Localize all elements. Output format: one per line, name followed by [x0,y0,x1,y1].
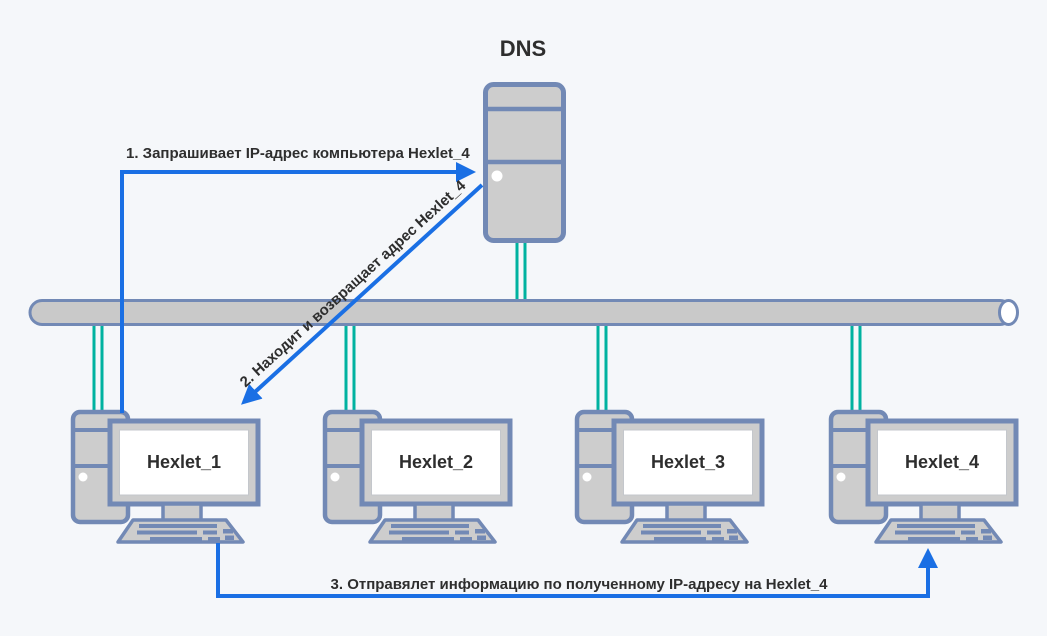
step-1-label: 1. Запрашивает IP-адрес компьютера Hexle… [126,145,470,162]
arrow-step-3 [216,543,938,598]
computer-3-screen-label: Hexlet_3 [650,452,726,472]
arrow-step-1 [120,162,476,413]
network-bus [28,299,1019,326]
computer-1-screen-label: Hexlet_1 [146,452,222,472]
computer-hexlet-3-icon [577,412,762,542]
cable-bus-to-hexlet-1 [92,323,104,414]
computer-hexlet-2-icon [325,412,510,542]
cable-bus-to-hexlet-4 [850,323,862,414]
cable-bus-to-hexlet-3 [596,323,608,414]
step-3-label: 3. Отправялет информацию по полученному … [330,576,828,593]
computer-hexlet-4-icon [831,412,1016,542]
bus-pipe-end [998,299,1019,326]
cable-bus-to-hexlet-2 [344,323,356,414]
computer-4-screen-label: Hexlet_4 [904,452,980,472]
computer-hexlet-1-icon [73,412,258,542]
cable-dns-to-bus [515,240,527,302]
dns-server-icon [483,82,566,243]
arrow-step-2 [241,183,484,405]
computer-2-screen-label: Hexlet_2 [398,452,474,472]
dns-server-title: DNS [499,36,547,61]
